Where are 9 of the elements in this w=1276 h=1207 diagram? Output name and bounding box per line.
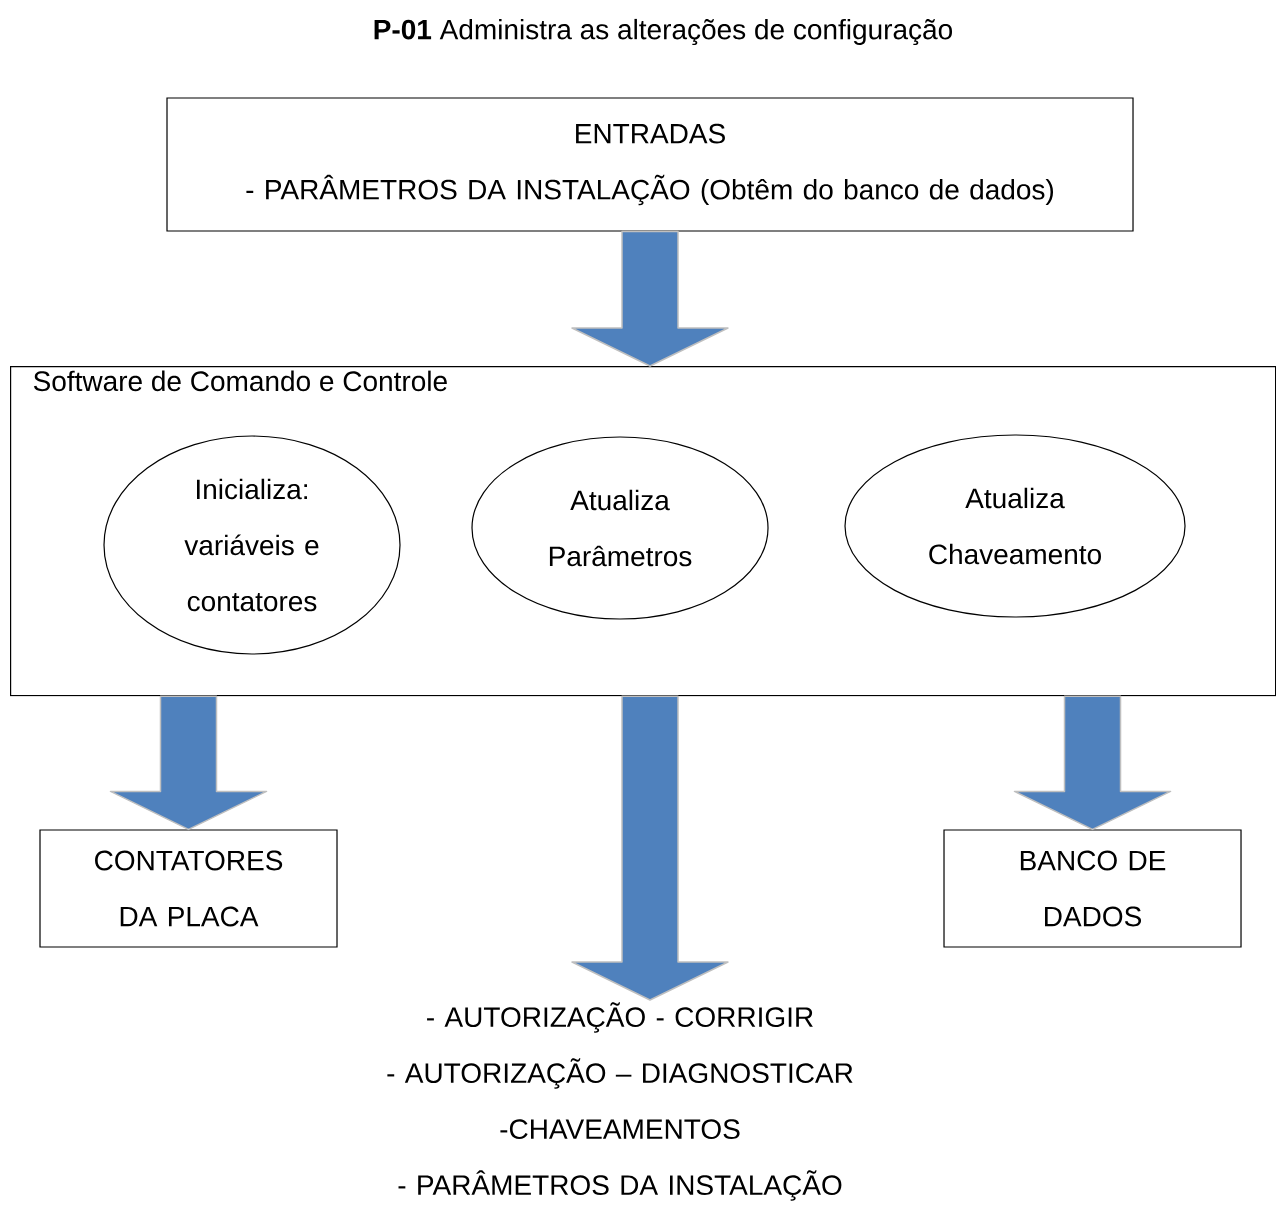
- block-arrow: [571, 230, 729, 367]
- block-arrow: [571, 695, 729, 1001]
- process-box: CONTATORES DA PLACA: [39, 829, 338, 948]
- output-list: - AUTORIZAÇÃO - CORRIGIR - AUTORIZAÇÃO – DIAGNOSTICAR -CHAVEAMENTOS - PARÂMETROS DA INSTALAÇÃO: [387, 1002, 853, 1201]
- block-arrow: [1013, 695, 1172, 831]
- title: P-01 Administra as alterações de configuração: [374, 18, 952, 46]
- block-arrow: [109, 695, 268, 831]
- process-box: ENTRADAS - PARÂMETROS DA INSTALAÇÃO (Obtêm do banco de dados): [166, 97, 1134, 232]
- process-box: BANCO DE DADOS: [943, 829, 1242, 948]
